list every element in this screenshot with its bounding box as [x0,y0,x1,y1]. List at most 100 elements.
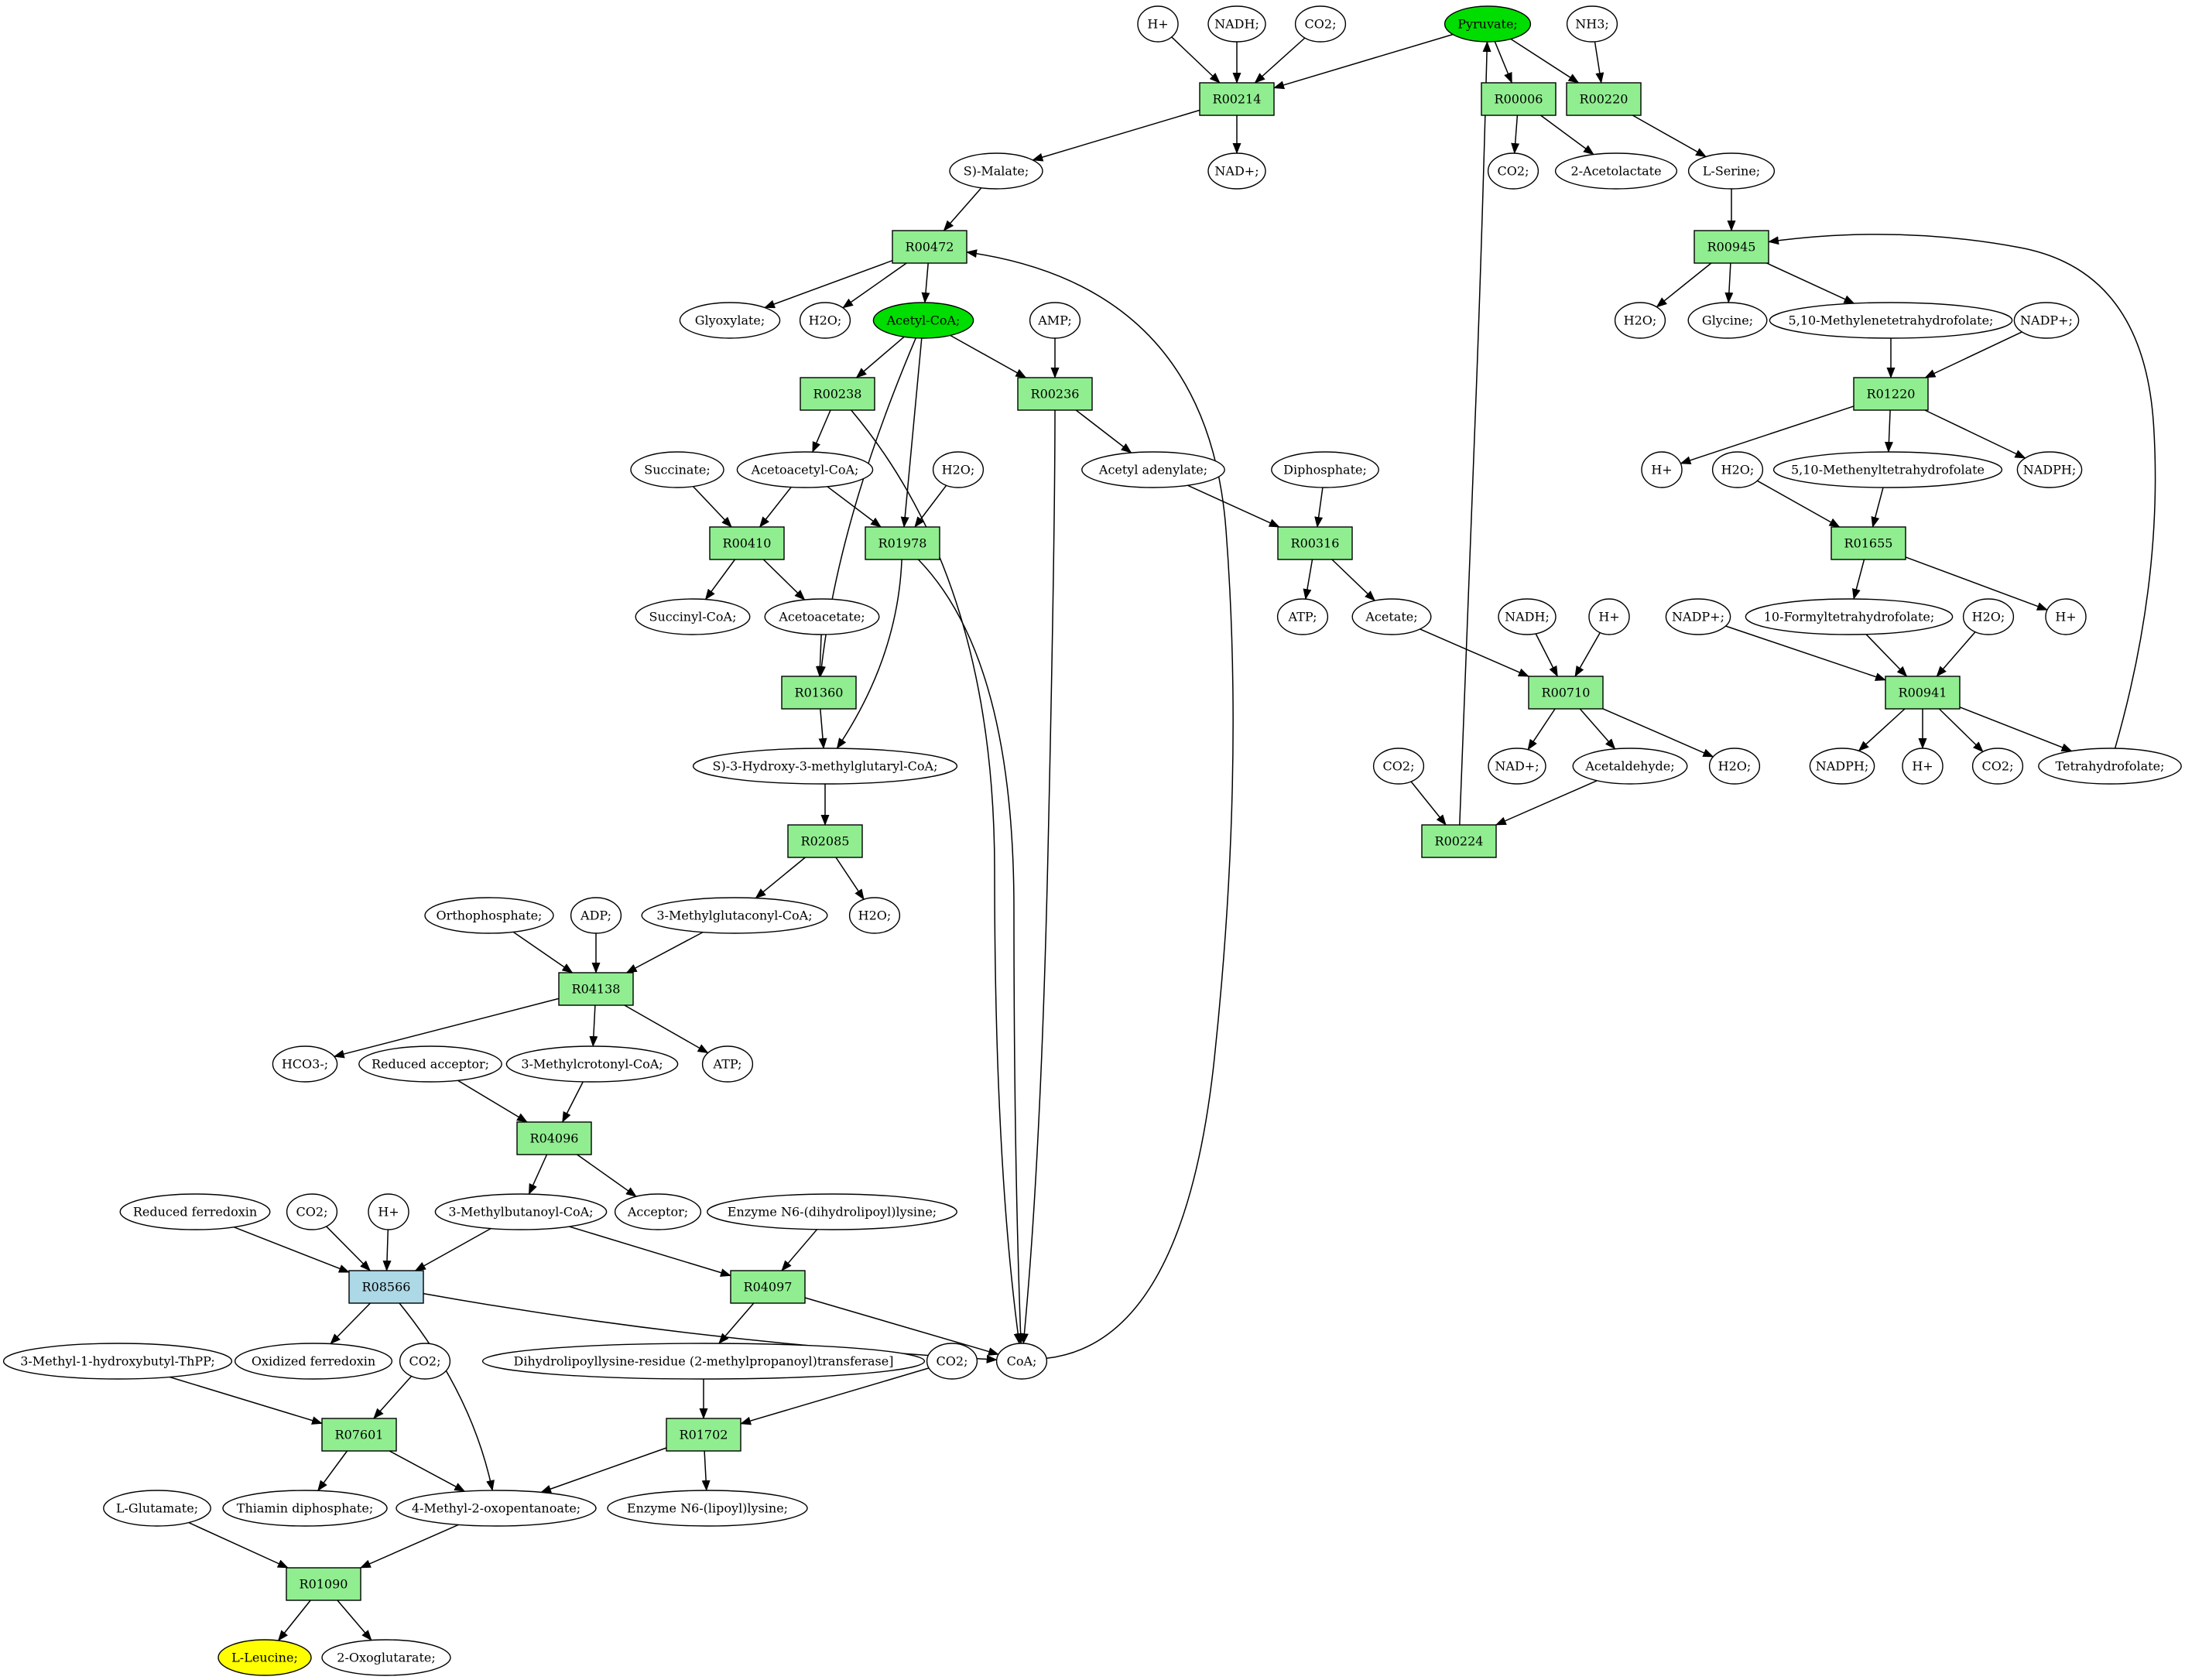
reaction-box-R01655 [1831,526,1906,560]
metabolite-ellipse-h2oe [1962,598,2015,635]
metabolite-enzdh: Enzyme N6-(dihydrolipoyl)lysine; [707,1193,957,1230]
edge-R04138-to-atp2 [624,1004,709,1054]
label-R00316: R00316 [1291,536,1340,551]
label-h2od: H2O; [1721,463,1755,477]
label-h2oe: H2O; [1972,610,2005,624]
metabolite-nadph1: NADPH; [2016,451,2083,488]
edge-acadenylate-to-R00316 [1187,484,1280,528]
edge-co2c-to-R00224 [1410,781,1447,826]
reaction-box-R07601 [321,1418,397,1452]
edge-coa-to-R00472 [966,249,1234,1360]
metabolite-h2ob: H2O; [1614,302,1666,339]
label-h2oa: H2O; [809,313,842,328]
metabolite-ellipse-enzl [607,1490,808,1527]
edge-R01090-to-oxoglutarate [337,1600,372,1641]
edge-R04097-to-coa [804,1297,999,1356]
metabolite-hmgcoa: S)-3-Hydroxy-3-methylglutaryl-CoA; [692,748,958,785]
metabolite-co2e: CO2; [286,1193,338,1230]
edge-succinate-to-R00410 [692,486,732,528]
edge-R01090-to-leucine [277,1600,311,1641]
metabolite-ellipse-lserine [1687,152,1776,190]
edge-R01702-to-mop [540,1447,667,1494]
edge-R00941-to-thf [1959,707,2073,752]
edge-acetate-to-R00710 [1420,628,1529,677]
metabolite-ellipse-h2oa [799,302,851,339]
edge-R01220-to-nadph1 [1924,409,2026,459]
reaction-box-R00710 [1528,676,1604,710]
label-h3: H+ [1598,610,1619,624]
metabolite-co2g: CO2; [926,1343,978,1380]
metabolite-ellipse-hco3 [272,1045,338,1083]
reaction-box-R00410 [709,526,785,560]
metabolite-ellipse-glyoxylate [679,302,781,339]
label-leucine: L-Leucine; [231,1651,298,1665]
edge-R00236-to-acadenylate [1075,409,1132,453]
label-h2: H+ [1651,463,1672,477]
edge-co2e-to-R08566 [326,1226,371,1271]
edge-co2g-to-R01702 [740,1367,930,1425]
label-mbcoa: 3-Methylbutanoyl-CoA; [448,1205,593,1220]
edge-R00941-to-nadph2 [1858,708,1906,751]
metabolite-ellipse-enzdh [707,1193,957,1230]
metabolite-ellipse-acetaldehyde [1572,748,1688,785]
edge-R00410-to-succoa [704,559,736,600]
label-R04097: R04097 [744,1280,793,1295]
edge-mhbthpp-to-R07601 [169,1376,323,1425]
metabolite-ellipse-nadph1 [2016,451,2083,488]
reaction-R00238: R00238 [800,377,875,411]
metabolite-aacoa: Acetoacetyl-CoA; [736,451,874,488]
reaction-R04096: R04096 [516,1121,592,1155]
edge-R08566-to-mop [399,1302,495,1491]
label-acetolactate: 2-Acetolactate [1570,164,1661,179]
label-succinate: Succinate; [644,463,710,477]
label-nad1: NAD+; [1214,164,1259,179]
label-acetylcoa: Acetyl-CoA; [886,313,961,328]
metabolite-h2og: H2O; [848,897,901,934]
label-amp: AMP; [1037,313,1072,328]
metabolite-malate: S)-Malate; [949,152,1043,190]
reaction-box-R04138 [558,972,634,1006]
edge-R00945-to-mlthf [1766,262,1855,304]
label-glycine: Glycine; [1702,313,1753,328]
label-h4: H+ [2055,610,2076,624]
metabolite-ellipse-oxoglutarate [321,1639,451,1676]
metabolite-ellipse-adp [570,897,622,934]
edge-R02085-to-mgcoa [755,857,806,899]
label-redacc: Reduced acceptor; [372,1057,489,1072]
label-R00941: R00941 [1899,686,1947,700]
reaction-R00941: R00941 [1885,676,1961,710]
metabolite-ellipse-mccoa [505,1045,679,1083]
metabolite-ellipse-atp2 [701,1045,754,1083]
edge-R00710-to-acetaldehyde [1579,708,1616,750]
metabolite-ellipse-acetolactate [1554,152,1678,190]
metabolite-acetolactate: 2-Acetolactate [1554,152,1678,190]
label-fthf: 10-Formyltetrahydrofolate; [1764,610,1934,624]
label-hco3: HCO3-; [282,1057,328,1072]
label-co2f: CO2; [409,1354,441,1369]
label-mop: 4-Methyl-2-oxopentanoate; [412,1501,580,1516]
metabolite-ellipse-h2of [1708,748,1761,785]
label-mhbthpp: 3-Methyl-1-hydroxybutyl-ThPP; [20,1354,215,1369]
label-mlthf: 5,10-Methylenetetrahydrofolate; [1789,313,1994,328]
metabolite-ellipse-fthf [1745,598,1954,635]
metabolite-ellipse-h1 [1137,5,1179,43]
metabolite-ellipse-h6 [368,1193,409,1230]
label-R04138: R04138 [572,982,621,997]
metabolite-ellipse-redfd [119,1193,271,1230]
edge-h1-to-R00214 [1171,36,1221,84]
label-thpp: Thiamin diphosphate; [237,1501,373,1516]
label-co2b: CO2; [1498,164,1529,179]
reaction-R01360: R01360 [781,676,857,710]
metabolite-ellipse-mgcoa [641,897,828,934]
reaction-R08566: R08566 [348,1270,424,1304]
metabolite-ellipse-h2ob [1614,302,1666,339]
edge-R00710-to-nad2 [1527,708,1556,751]
metabolite-nh3: NH3; [1566,5,1618,43]
label-atp1: ATP; [1288,610,1317,624]
metabolite-ellipse-h3 [1588,598,1630,635]
reaction-box-R01090 [286,1567,361,1601]
metabolite-ellipse-mbcoa [434,1193,608,1230]
